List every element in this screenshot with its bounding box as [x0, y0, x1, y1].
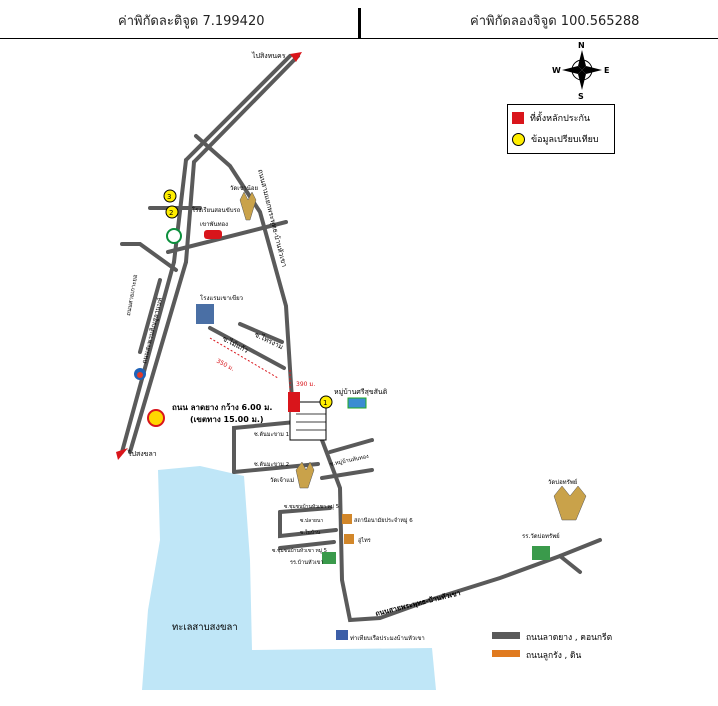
temple-right-icon [553, 485, 587, 521]
temple-mid-icon [295, 461, 315, 489]
car-icon [204, 230, 222, 239]
distance-label-2: 390 ม. [296, 381, 315, 388]
hotel-icon [196, 304, 214, 324]
latitude-label: ค่าพิกัดละติจูด 7.199420 [118, 14, 265, 29]
lake-label: ทะเลสาบสงขลา [172, 622, 238, 633]
label-road-width: ถนน ลาดยาง กว้าง 6.00 ม. [172, 402, 272, 412]
label-school-low: รร.บ้านหัวเขา [290, 559, 323, 566]
arrow-south-icon [116, 448, 128, 460]
shell-icon [147, 409, 165, 427]
label-school-mid: โรงแรมเขาเขียว [200, 294, 243, 302]
label-school-top: โรงเรียนสอนขับรถ [192, 206, 241, 214]
compass-rose-icon: N S E W [552, 41, 609, 101]
label-soi-3: ซ.ต้นมะขาม 1 [254, 431, 289, 438]
temple-top-icon [239, 191, 257, 221]
compare-marker-2-number: 2 [169, 209, 173, 217]
legend-compare-label: ข้อมูลเปรียบเทียบ [531, 135, 599, 145]
label-fish-port: ท่าเทียบเรือประมงบ้านหัวเขา [350, 634, 425, 642]
label-office: สถานีอนามัยประจำหมู่ 6 [354, 517, 413, 524]
longitude-label: ค่าพิกัดลองจิจูด 100.565288 [470, 14, 640, 29]
legend-row-compare: ข้อมูลเปรียบเทียบ [512, 132, 599, 146]
label-road-bottom: ถนนสายพระพุทธ-บ้านหัวเขา [374, 588, 461, 618]
label-to-songkhla: ไปสงขลา [127, 449, 157, 458]
compare-marker-1: 1 [319, 395, 333, 409]
label-school-right: รร.วัดบ่อทรัพย์ [522, 532, 560, 540]
label-soi-9: ซ.ชุมชนบ้านหัวเขา หมู่ 5 [272, 547, 327, 554]
label-to-nakhon: ไปสิงหนคร [251, 51, 286, 60]
compare-marker-1-number: 1 [323, 399, 327, 407]
label-soi-8: ซ.ในบ้าน [300, 529, 321, 536]
label-road-width-2: (เขตทาง 15.00 ม.) [190, 415, 264, 424]
label-shrine: อู่ไทร [358, 537, 371, 544]
compare-marker-2: 2 [165, 205, 179, 219]
legend-pin-label: ที่ตั้งหลักประกัน [530, 114, 591, 124]
road-legend-paved-label: ถนนลาดยาง , คอนกรีต [526, 633, 613, 643]
school-right-icon [532, 546, 550, 560]
ptt-icon [166, 228, 182, 244]
compass-n: N [578, 41, 585, 50]
label-temple-top: วัดเขาน้อย [230, 185, 258, 192]
road-legend-dirt-swatch [492, 650, 520, 657]
compass-s: S [578, 92, 584, 101]
label-temple-right: วัดบ่อทรัพย์ [548, 478, 577, 486]
property-block [288, 392, 327, 441]
legend-row-pin: ที่ตั้งหลักประกัน [512, 111, 590, 125]
label-village: หมู่บ้านศรีสุขสันติ [334, 388, 388, 396]
school-low-icon [322, 552, 336, 564]
distance-line-1 [209, 337, 279, 379]
compare-marker-3: 3 [163, 189, 177, 203]
compass-w: W [552, 66, 561, 75]
road-legend-paved-swatch [492, 632, 520, 639]
legend-pin-swatch [512, 112, 524, 124]
label-soi-5: ซ.หมู่บ้านทับทอง [329, 453, 370, 468]
label-school-top-2: เขาพันทอง [200, 221, 228, 228]
office-icon [342, 514, 352, 524]
label-soi-4: ซ.ต้นมะขาม 2 [254, 461, 289, 468]
village-icon [347, 397, 367, 409]
distance-label-1: 350 ม. [215, 358, 235, 373]
legend-compare-swatch [512, 132, 525, 146]
label-temple-mid: วัดเจ้าแม่ [270, 477, 294, 484]
lake-area [142, 466, 436, 690]
fish-port-icon [336, 630, 348, 640]
label-road-far-left: ถนนสายเกาะยอ [125, 274, 139, 317]
arrow-north-icon [290, 52, 302, 62]
gas-station-icon [134, 368, 146, 380]
label-soi-7: ซ.ปลายนา [300, 518, 323, 524]
shrine-icon [344, 534, 354, 544]
header-bar: ค่าพิกัดละติจูด 7.199420 ค่าพิกัดลองจิจู… [0, 0, 718, 39]
compass-e: E [604, 66, 609, 75]
legend-box: ที่ตั้งหลักประกัน ข้อมูลเปรียบเทียบ [507, 104, 615, 154]
compare-marker-3-number: 3 [167, 193, 171, 201]
road-legend-dirt-label: ถนนลูกรัง , ดิน [526, 651, 582, 661]
header-divider [358, 8, 361, 38]
label-soi-2: ซ.ไม้แก้ว [221, 334, 250, 355]
label-soi-6: ซ.ชุมชนบ้านหัวเขา หมู่ 5 [284, 503, 339, 510]
